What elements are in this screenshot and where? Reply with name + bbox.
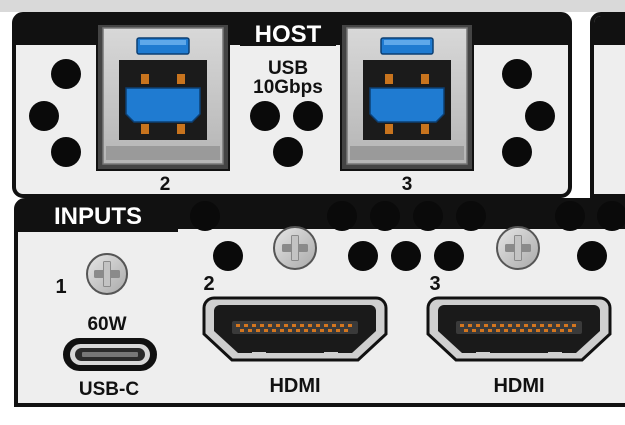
inputs-title-box bbox=[18, 202, 178, 232]
usb-contact bbox=[421, 124, 429, 134]
hdmi-latch bbox=[476, 352, 490, 358]
hdmi-tongue bbox=[232, 321, 358, 334]
vent-hole bbox=[413, 201, 443, 231]
usb-contact bbox=[141, 74, 149, 84]
vent-hole bbox=[348, 241, 378, 271]
hdmi-pins-top bbox=[460, 324, 576, 327]
top-strip bbox=[0, 0, 625, 12]
usb-c-power-label: 60W bbox=[87, 314, 126, 335]
vent-hole bbox=[273, 137, 303, 167]
vent-hole bbox=[597, 201, 625, 231]
input-number-3: 3 bbox=[429, 273, 440, 295]
usb-c-type-label: USB-C bbox=[79, 379, 139, 400]
vent-hole bbox=[434, 241, 464, 271]
vent-hole bbox=[51, 59, 81, 89]
usb-contact bbox=[177, 124, 185, 134]
usb-blue-tab-highlight bbox=[140, 40, 186, 45]
hdmi-latch bbox=[252, 352, 266, 358]
input-number-2: 2 bbox=[203, 273, 214, 295]
hdmi-pins-bottom bbox=[464, 329, 572, 332]
host-title-box bbox=[240, 18, 336, 46]
vent-hole bbox=[502, 59, 532, 89]
hdmi-pins-top bbox=[236, 324, 352, 327]
hdmi-port-3[interactable] bbox=[426, 296, 612, 362]
hdmi-latch bbox=[324, 352, 338, 358]
usb-shell-lip bbox=[350, 146, 464, 160]
vent-hole bbox=[391, 241, 421, 271]
vent-hole bbox=[213, 241, 243, 271]
hdmi-tongue bbox=[456, 321, 582, 334]
usb-contact bbox=[177, 74, 185, 84]
vent-hole bbox=[502, 137, 532, 167]
vent-hole bbox=[525, 101, 555, 131]
vent-hole bbox=[327, 201, 357, 231]
inputs-title: INPUTS bbox=[54, 203, 142, 230]
vent-hole bbox=[456, 201, 486, 231]
usb-contact bbox=[385, 124, 393, 134]
vent-hole bbox=[250, 101, 280, 131]
inputs-panel: INPUTS bbox=[14, 198, 625, 407]
host-port-number-2: 2 bbox=[160, 174, 171, 195]
usb-c-tongue bbox=[82, 352, 138, 357]
usb-contact bbox=[141, 124, 149, 134]
adjacent-panel-band bbox=[594, 16, 625, 45]
screw-icon bbox=[86, 253, 128, 295]
vent-hole bbox=[51, 137, 81, 167]
host-speed-rate: 10Gbps bbox=[253, 77, 323, 98]
vent-hole bbox=[555, 201, 585, 231]
vent-hole bbox=[190, 201, 220, 231]
adjacent-panel-frame bbox=[590, 12, 625, 198]
hdmi-type-label-3: HDMI bbox=[493, 375, 544, 397]
screw-icon bbox=[273, 226, 317, 270]
usb-blue-tongue bbox=[125, 87, 201, 123]
hdmi-pins-bottom bbox=[240, 329, 348, 332]
usb-c-port-1[interactable] bbox=[63, 338, 157, 371]
hdmi-latch bbox=[548, 352, 562, 358]
host-panel: HOST USB 10Gbps 2 bbox=[12, 12, 572, 198]
usb-blue-tongue bbox=[369, 87, 445, 123]
input-number-1: 1 bbox=[55, 276, 66, 298]
hdmi-port-2[interactable] bbox=[202, 296, 388, 362]
host-title: HOST bbox=[255, 21, 322, 48]
vent-hole bbox=[293, 101, 323, 131]
usb-b-port-3[interactable]: 3 bbox=[340, 23, 474, 195]
vent-hole bbox=[370, 201, 400, 231]
usb-contact bbox=[385, 74, 393, 84]
usb-b-port-2[interactable]: 2 bbox=[96, 23, 230, 195]
adjacent-panel-edge bbox=[590, 12, 625, 198]
vent-hole bbox=[29, 101, 59, 131]
usb-shell-lip bbox=[106, 146, 220, 160]
usb-blue-tab-highlight bbox=[384, 40, 430, 45]
hdmi-type-label-2: HDMI bbox=[269, 375, 320, 397]
usb-contact bbox=[421, 74, 429, 84]
host-speed-usb: USB bbox=[268, 58, 308, 79]
screw-icon bbox=[496, 226, 540, 270]
vent-hole bbox=[577, 241, 607, 271]
host-port-number-3: 3 bbox=[402, 174, 413, 195]
